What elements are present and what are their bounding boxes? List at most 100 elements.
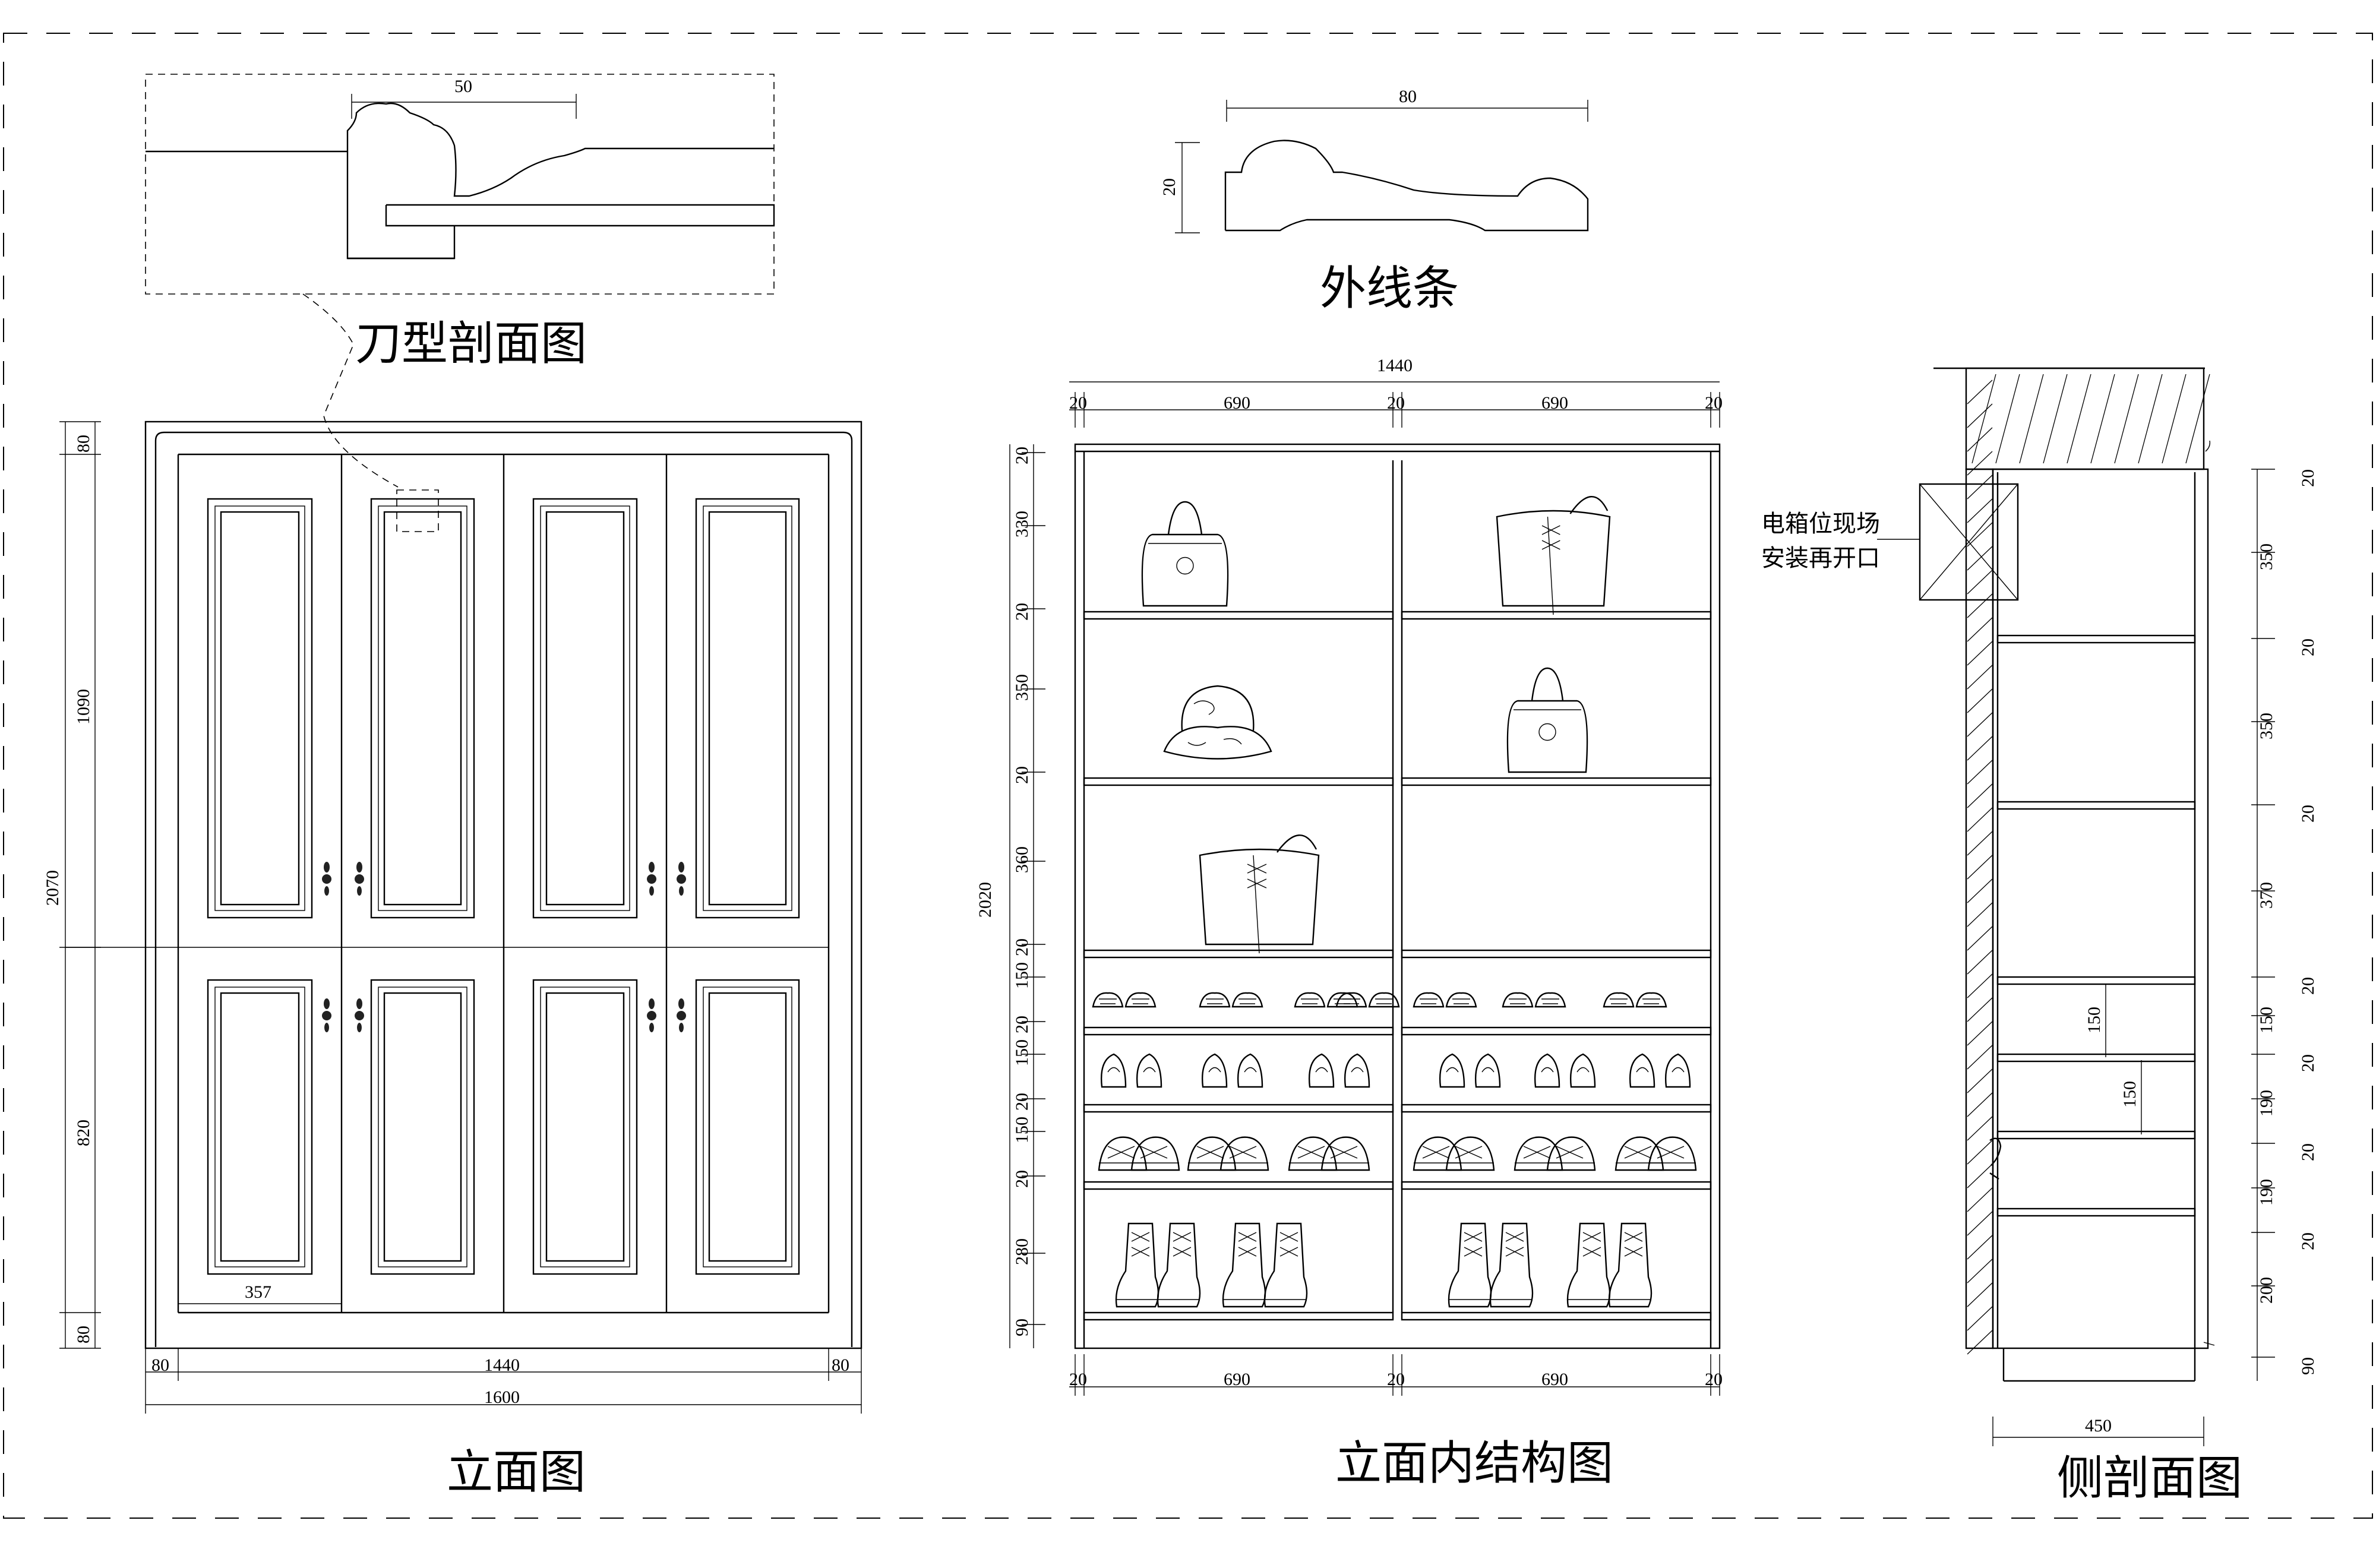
side-inner-height-2: 150 (2120, 1081, 2140, 1108)
hatch-line (2019, 374, 2044, 464)
door-handle-tail (324, 886, 329, 896)
hatch-line (1967, 1021, 1993, 1046)
side-right-height-label: 350 (2257, 543, 2276, 570)
sneaker-outline (1614, 1136, 1664, 1171)
hatch-line (1967, 902, 1993, 927)
side-right-height-label: 20 (2298, 977, 2318, 995)
hatch-line (1967, 1045, 1993, 1070)
heel-detail (1315, 1067, 1328, 1073)
hatch-line (1967, 475, 1993, 500)
sneaker-laces (1547, 1146, 1595, 1164)
shoe-outline (1199, 992, 1231, 1008)
shoe-detail (1099, 998, 1117, 1004)
elev-total-width: 1600 (484, 1387, 520, 1407)
shoe-icon (1309, 1053, 1335, 1088)
boot-laces (1224, 1232, 1264, 1300)
shoe-icon (1413, 1136, 1462, 1171)
boot-icon (1157, 1222, 1201, 1308)
hatch-line (1967, 1282, 1993, 1307)
door-panel-inner (708, 992, 787, 1262)
door-handle-icon (322, 862, 331, 896)
side-right-height-label: 90 (2298, 1357, 2318, 1375)
shoe-icon (1629, 1053, 1655, 1088)
shoe-icon (1413, 992, 1445, 1008)
hatch-line (1967, 1306, 1993, 1331)
inner-structure-title: 立面内结构图 (1335, 1437, 1613, 1490)
shoe-detail (1132, 998, 1149, 1004)
heel-detail (1541, 1067, 1554, 1073)
hatch-line (2138, 374, 2163, 464)
door-handle-knob (324, 862, 330, 872)
inner-top-width-label: 20 (1705, 393, 1723, 413)
door-handle-tail (357, 886, 362, 896)
inner-left-height-label: 350 (1012, 674, 1032, 701)
boot-outline (1157, 1222, 1201, 1308)
shoe-icon (1546, 1136, 1596, 1171)
door-panel-inner (545, 992, 625, 1262)
handbag-icon (1199, 834, 1320, 954)
knife-callout-box (396, 489, 439, 532)
hatch-line (1967, 736, 1993, 761)
shoe-icon (1603, 992, 1635, 1008)
heel-detail (1481, 1067, 1495, 1073)
shelf-board (1083, 1104, 1394, 1113)
side-shelf-board (1996, 634, 2196, 644)
shoe-outline (1445, 992, 1477, 1008)
sneaker-outline (1130, 1136, 1180, 1171)
hatch-line (1967, 546, 1993, 571)
bag-strap (1569, 496, 1609, 514)
shoe-outline (1635, 992, 1667, 1008)
shoe-icon (1288, 1136, 1338, 1171)
hatch-line (1967, 1211, 1993, 1236)
door-panel-bevel (703, 505, 792, 911)
boot-outline (1222, 1222, 1266, 1308)
inner-left-height-label: 20 (1012, 938, 1032, 956)
door-handle-icon (322, 998, 331, 1032)
shoe-icon (1344, 1053, 1370, 1088)
door-handle-rosette (322, 1011, 331, 1020)
boot-outline (1608, 1222, 1653, 1308)
shoe-icon (1202, 1053, 1228, 1088)
side-right-height-label: 20 (2298, 1232, 2318, 1250)
side-right-height-label: 350 (2257, 713, 2276, 739)
handbag-body (1141, 533, 1229, 607)
side-right-height-label: 20 (2298, 638, 2318, 656)
hatch-line (1967, 1140, 1993, 1165)
hatch-line (1967, 1259, 1993, 1284)
sneaker-laces (1515, 1146, 1562, 1164)
door-handle-knob (649, 998, 655, 1009)
shoe-detail (1420, 998, 1437, 1004)
door-handle-icon (355, 862, 364, 896)
hatch-line (2162, 374, 2187, 464)
shoe-outline (1603, 992, 1635, 1008)
side-right-height-label: 20 (2298, 1054, 2318, 1072)
shoe-detail (1642, 998, 1660, 1004)
door-panel-inner (220, 511, 300, 906)
shoe-icon (1368, 992, 1400, 1008)
heel-detail (1351, 1067, 1364, 1073)
door-handle-rosette (647, 1011, 656, 1020)
boot-laces (1158, 1232, 1199, 1300)
hatch-line (1967, 926, 1993, 951)
hatch-line (2090, 374, 2115, 464)
door-handle-tail (324, 1023, 329, 1032)
door-handle-icon (677, 998, 686, 1032)
door-handle-tail (649, 1023, 654, 1032)
side-shelf-board (1996, 1053, 2196, 1063)
shoe-icon (1101, 1053, 1127, 1088)
door-panel-bevel (378, 987, 467, 1267)
shoe-detail (1334, 998, 1351, 1004)
heel-detail (1107, 1067, 1120, 1073)
inner-left-height-label: 150 (1012, 1117, 1032, 1143)
bucket-hat-icon (1163, 685, 1272, 760)
heel-detail (1576, 1067, 1590, 1073)
door-panel-outer (695, 498, 800, 919)
hatch-line (1967, 403, 1993, 428)
inner-left-height-label: 20 (1012, 603, 1032, 621)
boot-laces (1117, 1232, 1157, 1300)
boot-outline (1263, 1222, 1308, 1308)
door-handle-tail (679, 1023, 684, 1032)
boot-outline (1448, 1222, 1492, 1308)
heel-outline (1237, 1053, 1263, 1088)
